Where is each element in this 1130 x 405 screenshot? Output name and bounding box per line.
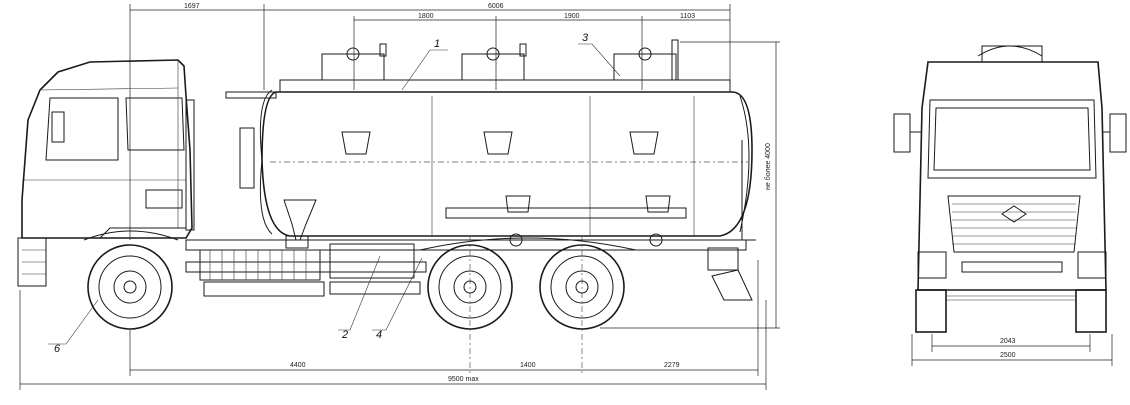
front-wheel <box>83 230 179 330</box>
callout-6: 6 <box>54 343 61 355</box>
dim-bottom-wheelbase: 4400 <box>290 362 306 369</box>
dim-tank-1: 1800 <box>418 13 434 20</box>
dim-tank-3: 1103 <box>680 13 695 20</box>
front-dimensions: 2043 2500 <box>911 334 1113 366</box>
truck-cab <box>17 59 195 287</box>
chassis <box>185 235 753 301</box>
dim-bottom-axles: 1400 <box>520 362 536 369</box>
dim-overall-length: 9500 max <box>448 376 479 383</box>
dim-track: 2043 <box>1000 338 1016 345</box>
dim-top-front: 1697 <box>184 3 200 10</box>
callout-1: 1 <box>434 38 440 50</box>
tank <box>225 39 756 247</box>
dim-width: 2500 <box>1000 352 1016 359</box>
height-dimension: не более 4000 <box>600 41 780 329</box>
dim-tank-2: 1900 <box>564 13 580 20</box>
callout-3: 3 <box>582 32 589 44</box>
side-view: 1697 6006 1800 1900 1103 не более 4000 4… <box>17 3 780 390</box>
top-dimensions: 1697 6006 1800 1900 1103 <box>129 3 731 240</box>
dim-top-total: 6006 <box>488 3 504 10</box>
callout-2: 2 <box>341 329 348 341</box>
dim-bottom-rear: 2279 <box>664 362 680 369</box>
rear-wheel-2 <box>419 237 637 330</box>
bottom-dimensions: 4400 1400 2279 9500 max <box>19 260 767 390</box>
callout-4: 4 <box>376 329 382 341</box>
dim-height: не более 4000 <box>764 143 772 190</box>
callouts: 1 3 2 4 6 <box>48 32 621 355</box>
front-view: 2043 2500 <box>893 45 1127 366</box>
